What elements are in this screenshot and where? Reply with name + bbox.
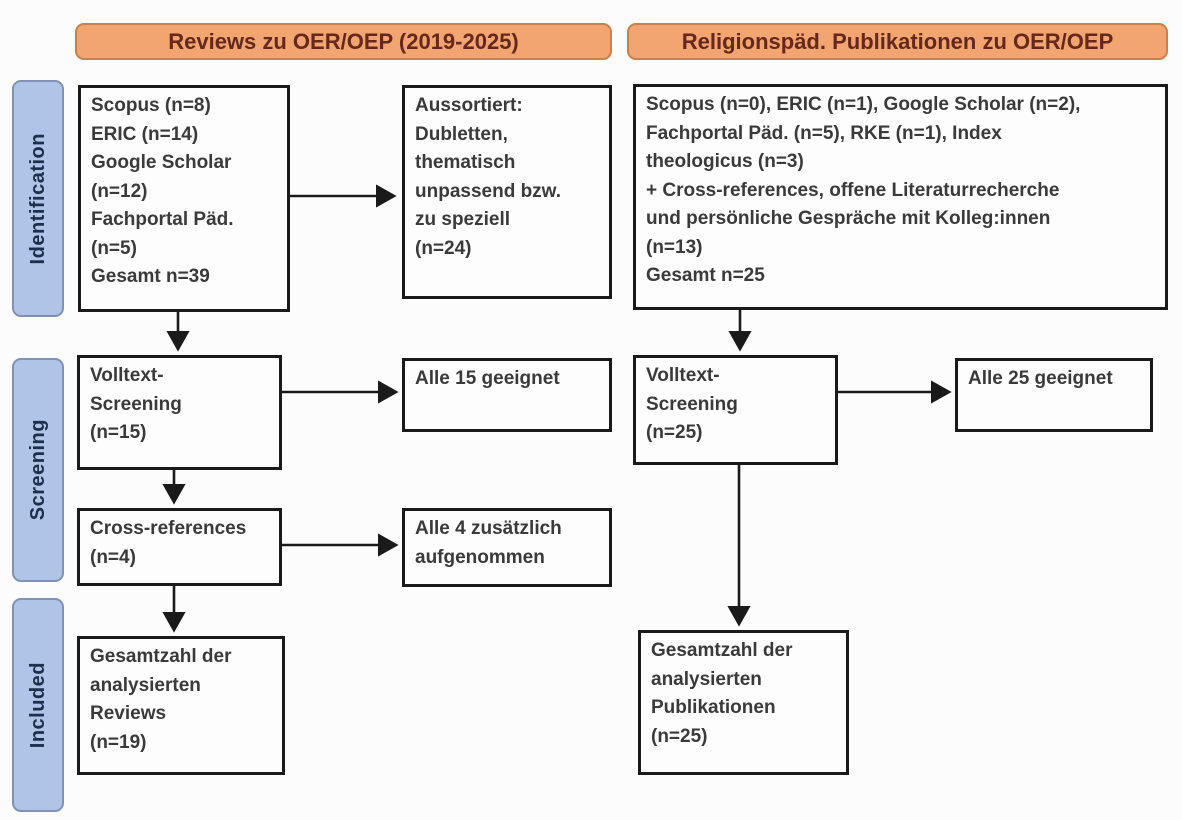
box-right-total-included: Gesamtzahl der analysierten Publikatione… (638, 630, 849, 775)
stage-label-screening-text: Screening (26, 419, 49, 521)
stage-label-screening: Screening (12, 358, 64, 582)
stage-label-included: Included (12, 598, 64, 812)
box-left-added: Alle 4 zusätzlich aufgenommen (402, 508, 612, 587)
box-left-crossreferences: Cross-references (n=4) (77, 508, 282, 586)
stage-label-included-text: Included (26, 661, 49, 749)
box-right-all-eligible: Alle 25 geeignet (955, 358, 1153, 432)
box-left-total-included: Gesamtzahl der analysierten Reviews (n=1… (77, 636, 285, 775)
column-header-religionspaed: Religionspäd. Publikationen zu OER/OEP (627, 23, 1168, 60)
box-left-fulltext-screening: Volltext- Screening (n=15) (77, 355, 282, 470)
box-left-excluded: Aussortiert: Dubletten, thematisch unpas… (402, 85, 612, 299)
column-header-reviews: Reviews zu OER/OEP (2019-2025) (75, 23, 612, 60)
stage-label-identification: Identification (12, 80, 64, 317)
box-left-sources: Scopus (n=8) ERIC (n=14) Google Scholar … (78, 85, 290, 312)
stage-label-identification-text: Identification (26, 132, 49, 265)
box-left-all-eligible: Alle 15 geeignet (402, 358, 612, 432)
box-right-fulltext-screening: Volltext- Screening (n=25) (633, 355, 838, 465)
box-right-sources: Scopus (n=0), ERIC (n=1), Google Scholar… (633, 84, 1168, 310)
